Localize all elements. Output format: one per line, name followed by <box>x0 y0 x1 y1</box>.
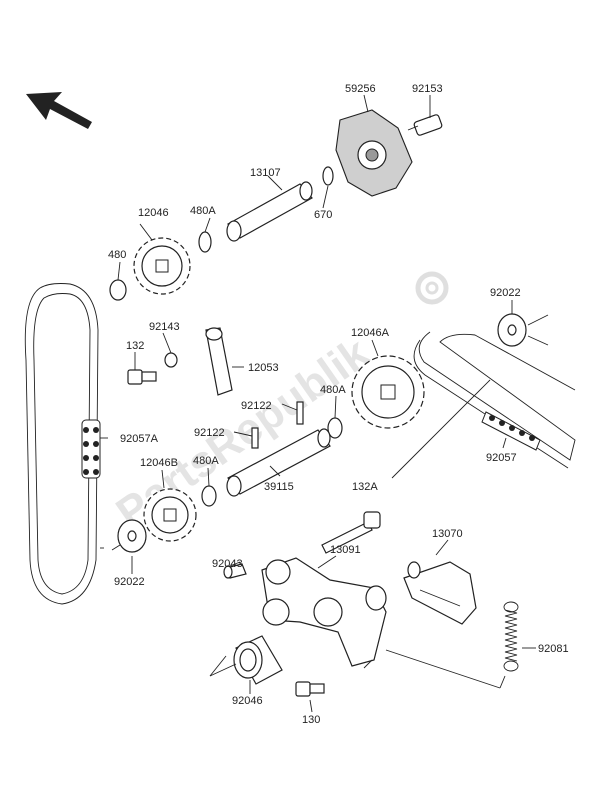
part-labels: 59256 92153 13107 12046 480A 670 480 921… <box>108 83 569 726</box>
shaft-39115 <box>226 428 331 497</box>
bolt-132 <box>127 369 157 385</box>
label-12053: 12053 <box>248 362 279 374</box>
bolt-132a <box>321 511 381 554</box>
label-13070: 13070 <box>432 528 463 540</box>
bolt-130 <box>295 681 325 697</box>
fan-59256 <box>335 109 413 197</box>
label-130: 130 <box>302 714 320 726</box>
chain-link-92057 <box>481 411 541 451</box>
chain-link-92057a <box>81 419 101 479</box>
sprocket-12046b <box>143 488 197 542</box>
label-92081: 92081 <box>538 643 569 655</box>
washer-92022-left <box>117 519 147 553</box>
label-480: 480 <box>108 249 126 261</box>
label-480a-mid: 480A <box>320 384 346 396</box>
right-chain-loop <box>413 331 576 469</box>
bracket-13091 <box>261 557 387 667</box>
sprocket-12046 <box>133 237 191 295</box>
label-13107: 13107 <box>250 167 281 179</box>
label-92057a: 92057A <box>120 433 159 445</box>
pin-92043 <box>223 563 247 579</box>
pin-92122-b <box>251 427 259 449</box>
shaft-13107 <box>226 181 313 242</box>
label-92153: 92153 <box>412 83 443 95</box>
left-chain-loop <box>24 283 99 605</box>
label-92046: 92046 <box>232 695 263 707</box>
circlip-480 <box>109 279 127 301</box>
label-480a-low: 480A <box>193 455 219 467</box>
washer-670 <box>322 166 334 186</box>
label-39115: 39115 <box>264 481 294 493</box>
guide-13070 <box>403 561 477 625</box>
roller-92046 <box>233 635 283 685</box>
label-12046: 12046 <box>138 207 169 219</box>
label-132: 132 <box>126 340 144 352</box>
label-132a: 132A <box>352 481 378 493</box>
label-92143: 92143 <box>149 321 180 333</box>
bolt-92153 <box>407 114 443 136</box>
sprocket-12046a <box>351 355 425 429</box>
label-480a-top: 480A <box>190 205 216 217</box>
label-12046a: 12046A <box>351 327 390 339</box>
circlip-480a-low <box>201 485 217 507</box>
label-92043: 92043 <box>212 558 243 570</box>
washer-92143 <box>164 352 178 368</box>
label-92122-b: 92122 <box>194 427 225 439</box>
label-92057: 92057 <box>486 452 517 464</box>
leader-lines <box>100 94 549 713</box>
label-92122-a: 92122 <box>241 400 272 412</box>
arm-12053 <box>205 327 233 396</box>
label-670: 670 <box>314 209 332 221</box>
pin-92122-a <box>296 401 304 425</box>
spring-92081 <box>503 601 519 672</box>
gear-watermark-icon <box>415 271 449 305</box>
washer-92022-right <box>497 313 527 347</box>
label-59256: 59256 <box>345 83 376 95</box>
label-13091: 13091 <box>330 544 361 556</box>
circlip-480a-top <box>198 231 212 253</box>
label-12046b: 12046B <box>140 457 178 469</box>
label-92022-right: 92022 <box>490 287 521 299</box>
direction-arrow-icon <box>26 92 92 129</box>
label-92022-left: 92022 <box>114 576 145 588</box>
